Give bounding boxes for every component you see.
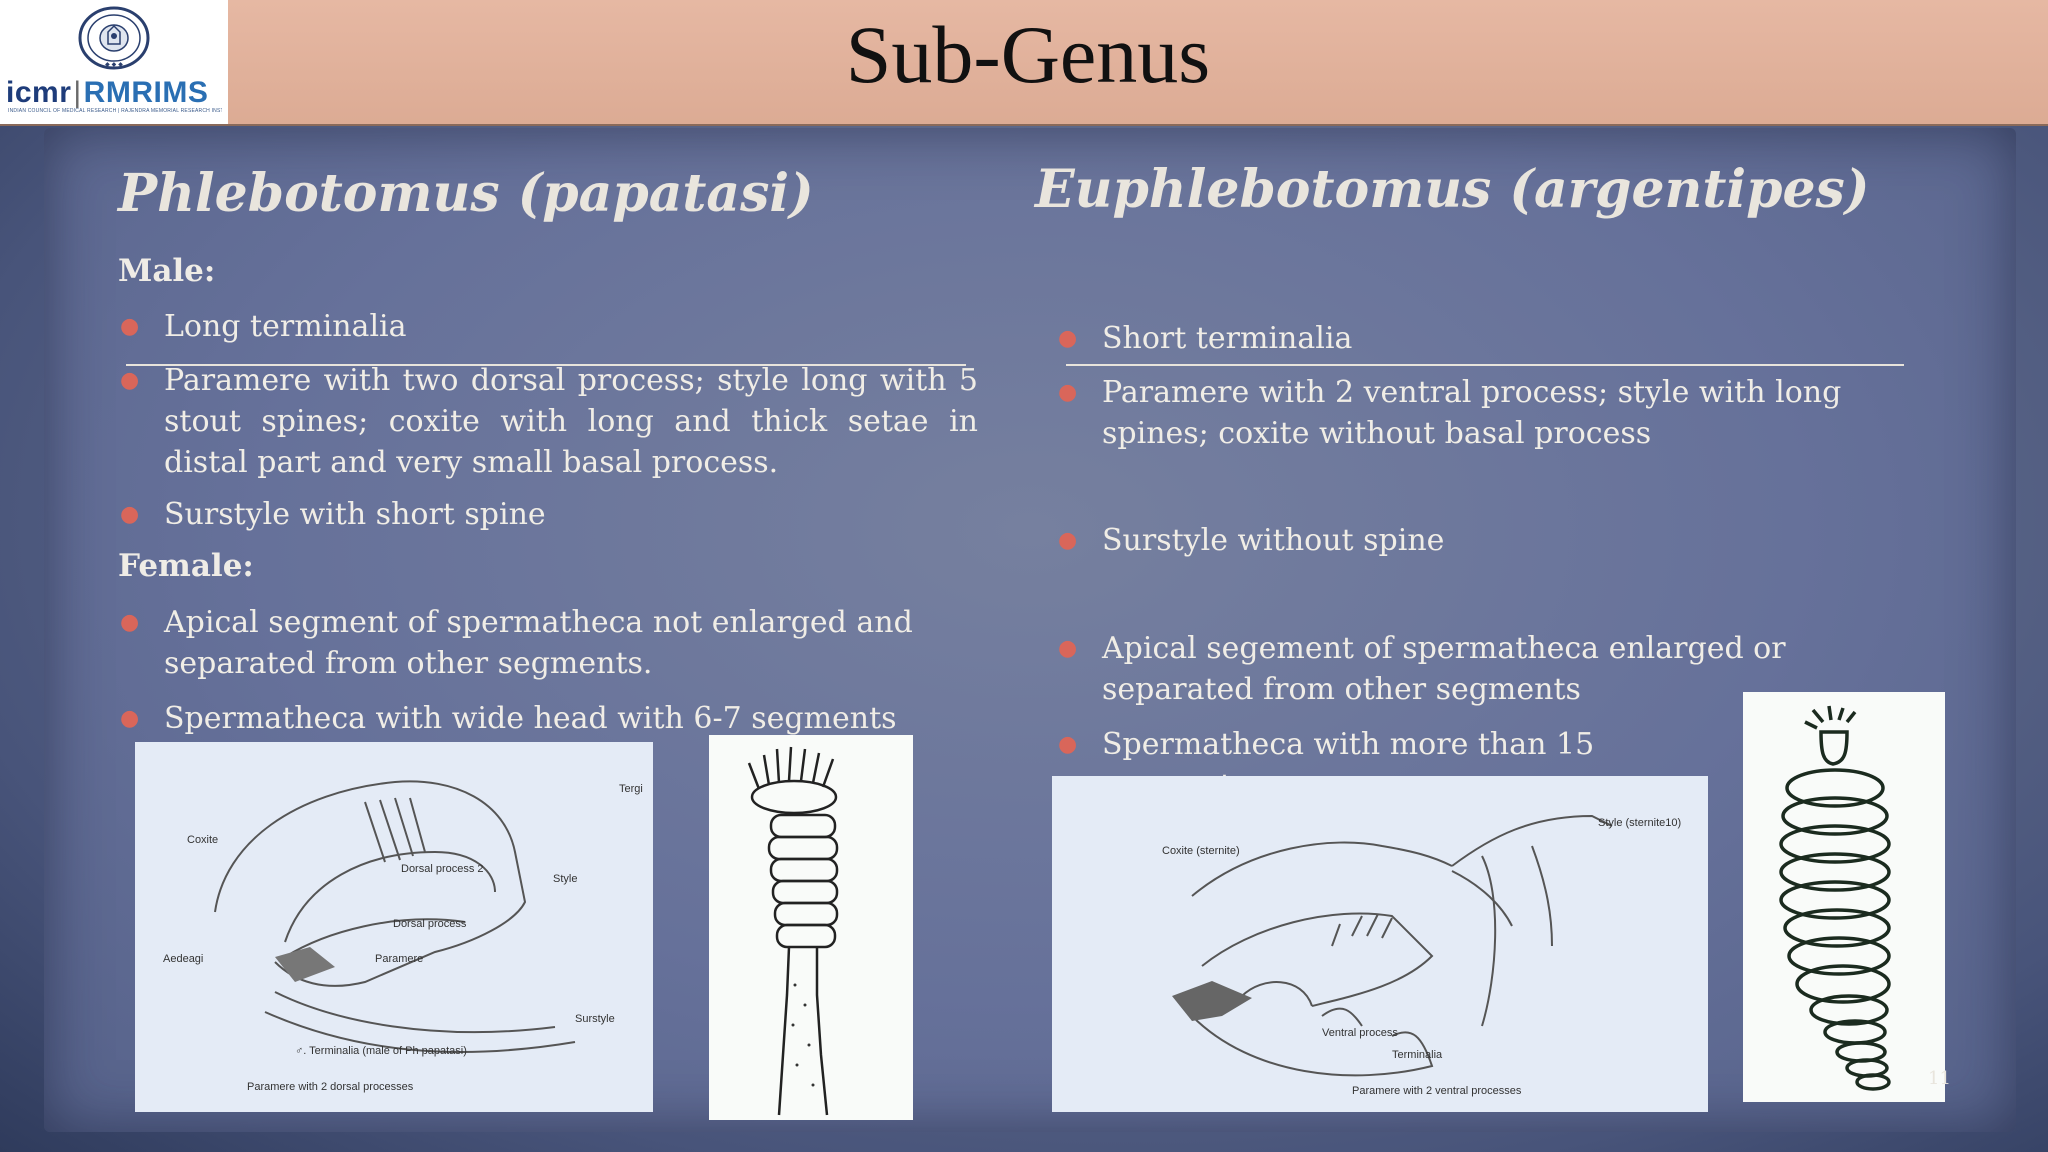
spermatheca-drawing: [747, 746, 839, 1116]
left-column-title: Phlebotomus (papatasi): [118, 163, 814, 224]
label-dorsal-process: Dorsal process: [393, 918, 467, 930]
spermatheca-drawing-argentipes: [1779, 705, 1891, 1091]
figure-caption-right: Paramere with 2 ventral processes: [1352, 1085, 1522, 1097]
label-aedeagus: Aedeagi: [163, 953, 203, 965]
list-item: ● Apical segment of spermatheca not enla…: [120, 602, 924, 684]
page-number: 11: [1928, 1068, 1951, 1089]
divider: [126, 364, 966, 366]
terminalia-drawing-argentipes: Coxite (sternite) Style (sternite10) Ven…: [1162, 814, 1681, 1097]
logo: ◆ ◆ ◆ icmr|RMRIMS INDIAN COUNCIL OF MEDI…: [0, 0, 228, 124]
terminalia-drawing: Coxite Dorsal process 2 Style Dorsal pro…: [163, 780, 643, 1093]
svg-text:◆ ◆ ◆: ◆ ◆ ◆: [105, 61, 123, 68]
spermatheca-figure-papatasi: [709, 735, 913, 1120]
label-coxite-sternite: Coxite (sternite): [1162, 845, 1240, 857]
bullet-icon: ●: [120, 314, 140, 339]
female-label: Female:: [118, 548, 254, 584]
bullet-icon: ●: [1058, 636, 1078, 661]
list-item: ● Spermatheca with wide head with 6-7 se…: [120, 698, 984, 739]
label-terminalia: Terminalia: [1392, 1049, 1443, 1061]
male-terminalia-figure-argentipes: Coxite (sternite) Style (sternite10) Ven…: [1052, 776, 1708, 1112]
logo-wordmark: icmr|RMRIMS: [6, 76, 209, 109]
label-style: Style: [553, 873, 577, 885]
bullet-icon: ●: [120, 610, 140, 635]
bullet-icon: ●: [120, 368, 140, 393]
label-coxite: Coxite: [187, 834, 218, 846]
label-paramere: Paramere: [375, 953, 423, 965]
bullet-icon: ●: [1058, 528, 1078, 553]
list-item: ● Apical segement of spermatheca enlarge…: [1058, 628, 1922, 710]
bullet-icon: ●: [1058, 732, 1078, 757]
male-terminalia-figure: Coxite Dorsal process 2 Style Dorsal pro…: [135, 742, 653, 1112]
header-bar: ◆ ◆ ◆ icmr|RMRIMS INDIAN COUNCIL OF MEDI…: [0, 0, 2048, 126]
figure-caption: ♂. Terminalia (male of Ph papatasi): [295, 1045, 467, 1057]
label-ventral-process: Ventral process: [1322, 1027, 1398, 1039]
right-column-title: Euphlebotomus (argentipes): [1035, 159, 1870, 220]
bullet-icon: ●: [120, 502, 140, 527]
label-tergite: Tergi: [619, 783, 643, 795]
bullet-icon: ●: [1058, 380, 1078, 405]
list-item: ● Long terminalia: [120, 306, 984, 347]
label-dorsal-process-2: Dorsal process 2: [401, 863, 484, 875]
page-title: Sub-Genus: [845, 9, 1211, 100]
male-label: Male:: [118, 253, 216, 289]
seal-icon: ◆ ◆ ◆: [78, 6, 150, 70]
spermatheca-figure-argentipes: [1743, 692, 1945, 1102]
label-style-sternite: Style (sternite10): [1598, 817, 1681, 829]
list-item: ● Surstyle with short spine: [120, 494, 984, 535]
bullet-icon: ●: [1058, 326, 1078, 351]
figure-caption-2: Paramere with 2 dorsal processes: [247, 1081, 414, 1093]
logo-subtitle: INDIAN COUNCIL OF MEDICAL RESEARCH | RAJ…: [8, 108, 222, 114]
list-item: ● Paramere with two dorsal process; styl…: [120, 360, 978, 483]
list-item: ● Paramere with 2 ventral process; style…: [1058, 372, 1922, 454]
list-item: ● Surstyle without spine: [1058, 520, 1922, 561]
bullet-icon: ●: [120, 706, 140, 731]
label-surstyle: Surstyle: [575, 1013, 615, 1025]
divider: [1066, 364, 1904, 366]
list-item: ● Short terminalia: [1058, 318, 1922, 359]
